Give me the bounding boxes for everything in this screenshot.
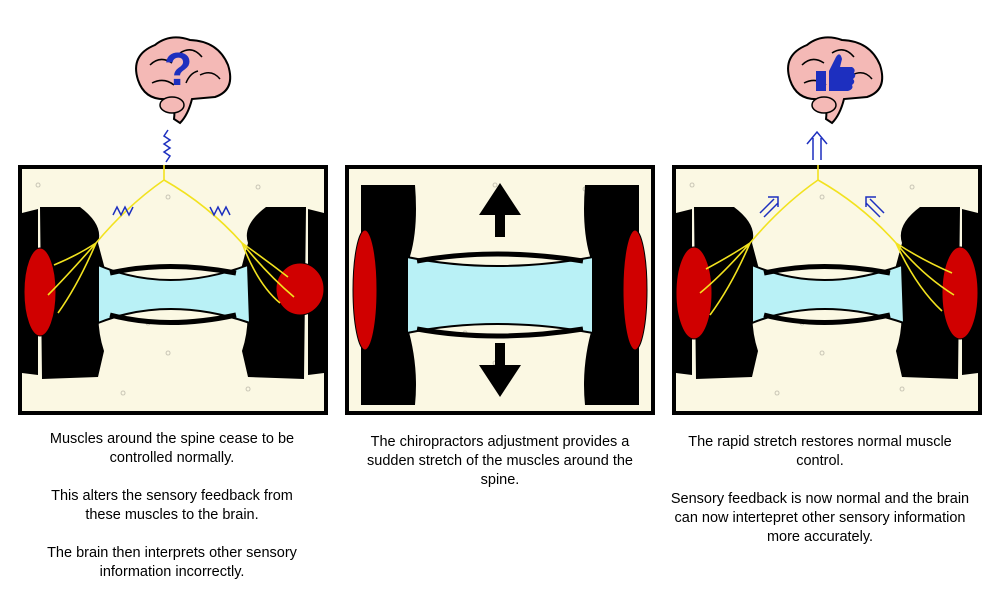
caption-line: The brain then interprets other sensory … (47, 545, 297, 580)
muscle-right-stretched (622, 229, 648, 351)
caption-after: The rapid stretch restores normal muscle… (665, 433, 975, 566)
arrow-down-icon (479, 343, 521, 397)
panel-before (20, 165, 326, 413)
muscle-right-normal (941, 246, 979, 340)
muscle-left-stretched (352, 229, 378, 351)
nerve-fibers (699, 165, 955, 316)
muscle-left-normal (675, 246, 713, 340)
panel-after (674, 165, 980, 413)
question-mark-icon: ? (164, 43, 192, 95)
abnormal-signal-icon (112, 205, 134, 217)
thumbs-up-icon (816, 54, 856, 91)
panel-adjustment (345, 165, 655, 415)
caption-line: The rapid stretch restores normal muscle… (688, 434, 952, 469)
brain-normal (787, 36, 884, 124)
caption-adjustment: The chiropractors adjustment provides a … (355, 433, 645, 509)
normal-signal-arrow-icon (759, 196, 885, 218)
arrow-up-icon (479, 183, 521, 237)
caption-line: The chiropractors adjustment provides a … (367, 434, 633, 488)
caption-before: Muscles around the spine cease to be con… (42, 430, 302, 601)
muscle-right-contracted (275, 262, 325, 316)
abnormal-signal-icon (162, 129, 172, 163)
abnormal-signal-icon (209, 205, 231, 217)
normal-signal-arrow-icon (806, 130, 828, 160)
brain-confused: ? (135, 36, 232, 124)
muscle-left-contracted (23, 247, 57, 337)
caption-line: This alters the sensory feedback from th… (51, 488, 293, 523)
nerve-fibers (47, 165, 295, 314)
caption-line: Sensory feedback is now normal and the b… (670, 491, 970, 545)
caption-line: Muscles around the spine cease to be con… (49, 431, 295, 466)
